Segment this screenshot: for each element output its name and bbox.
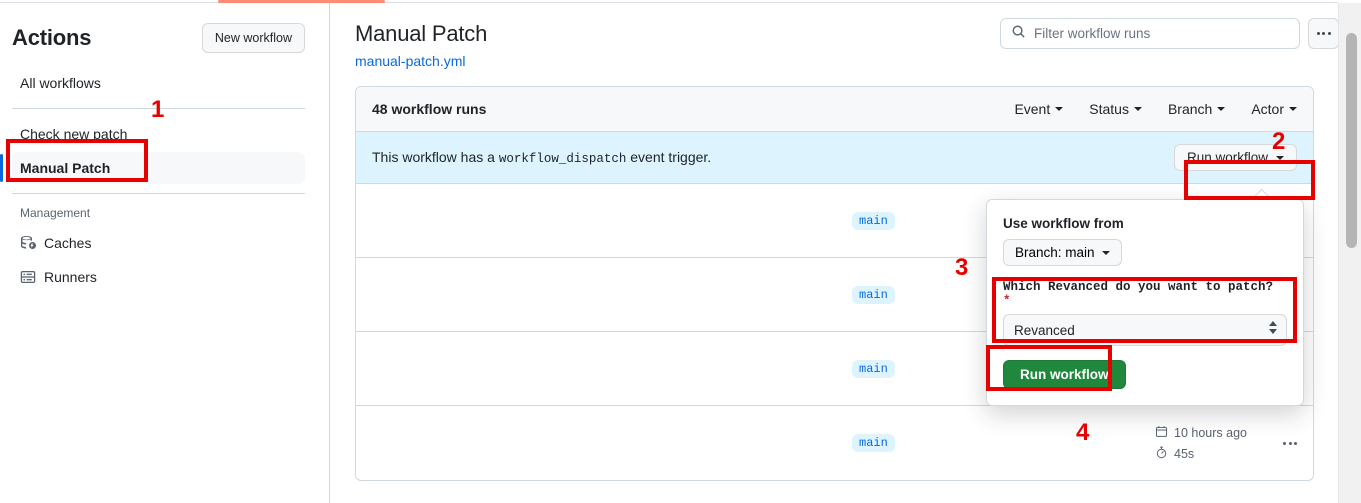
chevron-down-icon bbox=[1276, 155, 1284, 160]
branch-select-button[interactable]: Branch: main bbox=[1003, 239, 1122, 266]
sidebar-divider-2 bbox=[12, 193, 305, 194]
calendar-icon bbox=[1155, 425, 1168, 441]
table-row[interactable]: main bbox=[356, 184, 1313, 258]
filter-label: Event bbox=[1014, 101, 1051, 117]
chevron-down-icon bbox=[1055, 107, 1064, 111]
scrollbar-thumb[interactable] bbox=[1346, 33, 1357, 248]
patch-target-label-text: Which Revanced do you want to patch? bbox=[1003, 280, 1274, 294]
filter-event[interactable]: Event bbox=[1014, 101, 1064, 117]
select-stepper-icon bbox=[1269, 321, 1277, 334]
runners-icon bbox=[20, 269, 36, 285]
sidebar-item-label: All workflows bbox=[20, 75, 101, 91]
actions-sidebar: Actions New workflow All workflows Check… bbox=[0, 3, 330, 503]
row-overflow-menu-button[interactable] bbox=[1283, 441, 1297, 445]
scrollbar-gap bbox=[1338, 0, 1361, 3]
sidebar-divider-1 bbox=[12, 108, 305, 109]
kebab-icon bbox=[1316, 32, 1331, 35]
sidebar-group-management: Management bbox=[20, 206, 91, 220]
dispatch-text-after: event trigger. bbox=[630, 149, 712, 165]
cache-icon bbox=[20, 235, 36, 251]
submit-run-workflow-button[interactable]: Run workflow bbox=[1003, 360, 1126, 389]
workflow-dispatch-banner: This workflow has a workflow_dispatch ev… bbox=[356, 132, 1313, 184]
patch-target-field-label: Which Revanced do you want to patch? * bbox=[1003, 280, 1287, 308]
filter-label: Actor bbox=[1251, 101, 1284, 117]
search-box[interactable] bbox=[1000, 18, 1300, 49]
run-meta: 10 hours ago 45s bbox=[1155, 425, 1247, 462]
page-title: Manual Patch bbox=[355, 21, 488, 46]
filter-actor[interactable]: Actor bbox=[1251, 101, 1297, 117]
use-workflow-from-label: Use workflow from bbox=[1003, 216, 1124, 231]
run-workflow-button-label: Run workflow bbox=[1186, 150, 1268, 165]
workflow-runs-count: 48 workflow runs bbox=[372, 101, 487, 117]
sidebar-item-manual-patch[interactable]: Manual Patch bbox=[0, 152, 305, 184]
workflow-file-link[interactable]: manual-patch.yml bbox=[355, 53, 466, 69]
run-timestamp-text: 10 hours ago bbox=[1174, 425, 1247, 440]
required-asterisk: * bbox=[1003, 294, 1011, 308]
patch-target-select[interactable]: Revanced bbox=[1003, 314, 1287, 346]
filter-label: Branch bbox=[1167, 101, 1213, 117]
sidebar-header: Actions New workflow bbox=[0, 3, 329, 57]
active-tab-indicator bbox=[218, 0, 385, 3]
chevron-down-icon bbox=[1133, 107, 1142, 111]
chevron-down-icon bbox=[1289, 107, 1297, 111]
run-timestamp: 10 hours ago bbox=[1155, 425, 1247, 441]
sidebar-item-label: Caches bbox=[44, 235, 92, 251]
sidebar-item-label: Runners bbox=[44, 269, 97, 285]
sidebar-item-check-new-patch[interactable]: Check new patch bbox=[12, 118, 305, 150]
page-scrollbar[interactable] bbox=[1338, 0, 1361, 503]
new-workflow-button[interactable]: New workflow bbox=[201, 23, 305, 53]
run-duration: 45s bbox=[1155, 446, 1194, 462]
sidebar-item-caches[interactable]: Caches bbox=[12, 227, 305, 259]
header-divider bbox=[0, 2, 1338, 3]
table-row[interactable]: main bbox=[356, 258, 1313, 332]
sidebar-item-label: Check new patch bbox=[20, 126, 128, 142]
chevron-down-icon bbox=[1101, 250, 1110, 255]
stopwatch-icon bbox=[1155, 446, 1168, 462]
sidebar-item-runners[interactable]: Runners bbox=[12, 261, 305, 293]
run-workflow-dropdown-button[interactable]: Run workflow bbox=[1173, 144, 1297, 171]
page-overflow-menu-button[interactable] bbox=[1308, 18, 1339, 49]
filter-group: Event Status Branch Actor bbox=[1014, 101, 1297, 117]
run-workflow-popover: Use workflow from Branch: main Which Rev… bbox=[986, 199, 1304, 406]
page-header: Manual Patch manual-patch.yml bbox=[355, 19, 1314, 69]
toolbar-right bbox=[1000, 18, 1339, 49]
sidebar-item-label: Manual Patch bbox=[20, 160, 111, 176]
run-duration-text: 45s bbox=[1174, 446, 1195, 461]
dispatch-message: This workflow has a workflow_dispatch ev… bbox=[372, 149, 711, 166]
branch-badge[interactable]: main bbox=[852, 434, 895, 452]
dispatch-event-code: workflow_dispatch bbox=[498, 152, 627, 166]
patch-target-selected-value: Revanced bbox=[1014, 322, 1075, 338]
search-icon bbox=[1011, 24, 1026, 44]
table-row[interactable]: main 10 hours ago bbox=[356, 406, 1313, 480]
branch-badge[interactable]: main bbox=[852, 285, 895, 304]
branch-select-label: Branch: main bbox=[1015, 245, 1095, 260]
dispatch-text-before: This workflow has a bbox=[372, 149, 495, 165]
search-input[interactable] bbox=[1034, 26, 1289, 41]
branch-badge[interactable]: main bbox=[852, 359, 895, 378]
filter-branch[interactable]: Branch bbox=[1167, 101, 1226, 117]
patch-target-select-wrap: Revanced bbox=[1003, 314, 1287, 346]
workflow-runs-panel: 48 workflow runs Event Status Branch bbox=[355, 86, 1314, 481]
filter-label: Status bbox=[1089, 101, 1129, 117]
main-content: Manual Patch manual-patch.yml 48 workflo… bbox=[331, 3, 1338, 503]
filter-status[interactable]: Status bbox=[1089, 101, 1142, 117]
sidebar-nav: All workflows Check new patch Manual Pat… bbox=[0, 67, 329, 293]
chevron-down-icon bbox=[1217, 107, 1226, 111]
sidebar-title: Actions bbox=[12, 25, 92, 50]
sidebar-item-all-workflows[interactable]: All workflows bbox=[12, 67, 305, 99]
branch-badge[interactable]: main bbox=[852, 211, 895, 230]
workflow-runs-header: 48 workflow runs Event Status Branch bbox=[356, 87, 1313, 132]
